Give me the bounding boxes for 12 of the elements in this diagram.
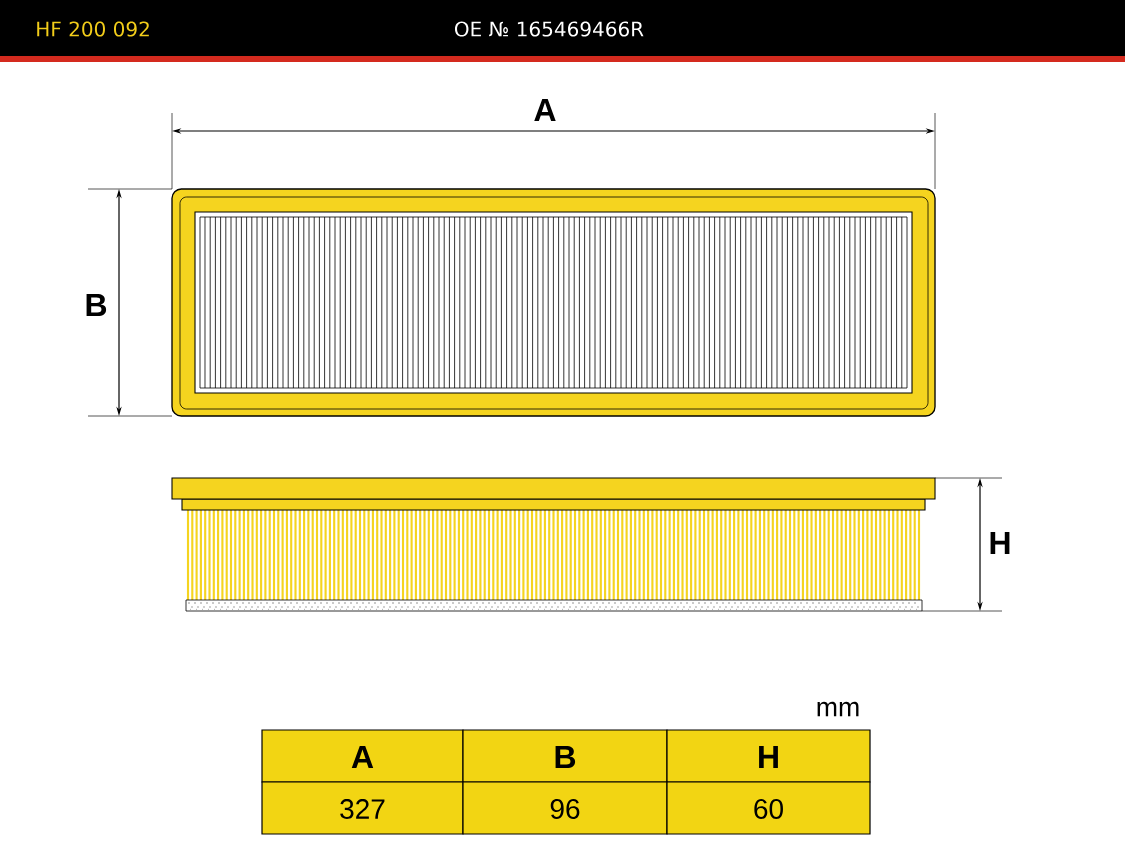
table-cell: 96 (462, 781, 668, 835)
table-cell: A (261, 729, 464, 783)
dimension-label: H (990, 532, 1010, 554)
part-number: HF 200 092 (37, 21, 149, 37)
table-cell: B (462, 729, 668, 783)
table-cell: 327 (261, 781, 464, 835)
unit-label: mm (817, 701, 859, 717)
oe-number: OE № 165469466R (455, 21, 644, 37)
table-cell: 60 (666, 781, 871, 835)
dimension-label: B (86, 294, 107, 316)
dimension-label: A (534, 99, 556, 121)
table-cell: H (666, 729, 871, 783)
